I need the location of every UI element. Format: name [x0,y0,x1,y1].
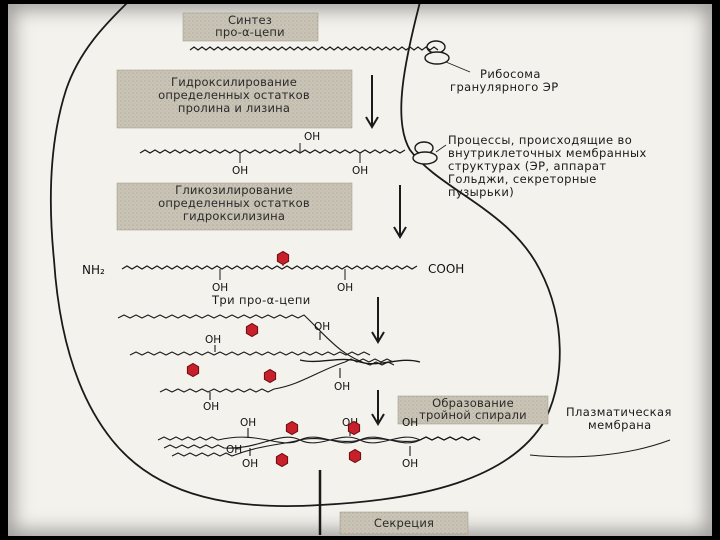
oh-label: OH [337,282,353,294]
plasma-membrane-line [529,439,671,458]
step-glycosylation-line-2: определенных остатков [158,196,310,210]
step-synthesis-line-2: про-α-цепи [215,25,285,39]
note-processes-line-1: Процессы, происходящие во [448,133,632,147]
chain-synthesis [189,46,439,51]
step-hydroxylation-line-2: определенных остатков [158,88,310,102]
step-secretion: Секреция [339,511,469,535]
step-triple-helix-line-2: тройной спирали [419,408,527,422]
sugar-hexagon-icon [285,420,299,436]
step-hydroxylation-line-1: Гидроксилирование [171,75,297,89]
triple-helix [157,428,481,457]
note-ribosome-line-1: Рибосома [480,67,541,81]
ribosome-pointer [445,61,471,73]
note-processes-line-5: пузырьки) [448,185,514,199]
vesicle-icon [412,141,438,165]
oh-label: OH [240,417,256,429]
note-ribosome: Рибосома гранулярного ЭР [450,67,559,94]
note-processes: Процессы, происходящие во внутриклеточны… [448,133,647,199]
note-ribosome-line-2: гранулярного ЭР [450,80,559,94]
step-glycosylation-line-1: Гликозилирование [175,183,293,197]
step-triple-helix: Образование тройной спирали [397,395,549,425]
step-hydroxylation-line-3: пролина и лизина [178,101,290,115]
ribosome-icon [424,40,450,65]
oh-label: OH [212,282,228,294]
step-synthesis: Синтез про-α-цепи [182,12,319,42]
cooh-label: COOH [428,262,464,276]
oh-label: OH [226,444,242,456]
oh-label: OH [304,131,320,143]
step-hydroxylation: Гидроксилирование определенных остатков … [116,69,353,129]
oh-label: OH [232,165,248,177]
note-processes-line-3: структурах (ЭР, аппарат [448,159,607,173]
note-processes-line-4: Гольджи, секреторные [448,172,597,186]
oh-label: OH [334,381,350,393]
oh-label: OH [402,417,418,429]
nh2-label: NH₂ [82,263,105,277]
sugar-hexagon-icon [263,368,277,384]
note-processes-line-2: внутриклеточных мембранных [448,146,647,160]
oh-label: OH [314,321,330,333]
sugar-hexagon-icon [276,250,290,266]
oh-label: OH [402,458,418,470]
sugar-hexagon-icon [245,322,259,338]
step-triple-helix-line-1: Образование [432,396,514,410]
note-membrane: Плазматическая мембрана [566,405,672,432]
oh-label: OH [352,165,368,177]
step-synthesis-line-1: Синтез [228,13,272,27]
step-secretion-label: Секреция [374,516,434,530]
step-glycosylation-line-3: гидроксилизина [183,209,285,223]
chains-assembly [117,314,421,400]
note-membrane-line-2: мембрана [588,418,652,432]
chain-glycosylated: NH₂ COOH OH OH Три про-α-цепи [82,258,464,307]
step-glycosylation: Гликозилирование определенных остатков г… [116,182,353,231]
sugar-markers [186,250,362,468]
note-membrane-line-1: Плазматическая [566,405,672,419]
oh-label: OH [203,401,219,413]
diagram-canvas: Синтез про-α-цепи Гидроксилирование опре… [8,4,712,536]
process-arrows [365,75,407,426]
vesicle-pointer [435,144,447,153]
sugar-hexagon-icon [275,452,289,468]
sugar-hexagon-icon [348,448,362,464]
oh-label: OH [242,458,258,470]
three-chains-label: Три про-α-цепи [211,293,311,307]
chain-hydroxylated: OH OH OH [139,131,406,177]
sugar-hexagon-icon [186,362,200,378]
collagen-synthesis-diagram: Синтез про-α-цепи Гидроксилирование опре… [50,4,672,535]
oh-label: OH [205,334,221,346]
sugar-hexagon-icon [347,420,361,436]
